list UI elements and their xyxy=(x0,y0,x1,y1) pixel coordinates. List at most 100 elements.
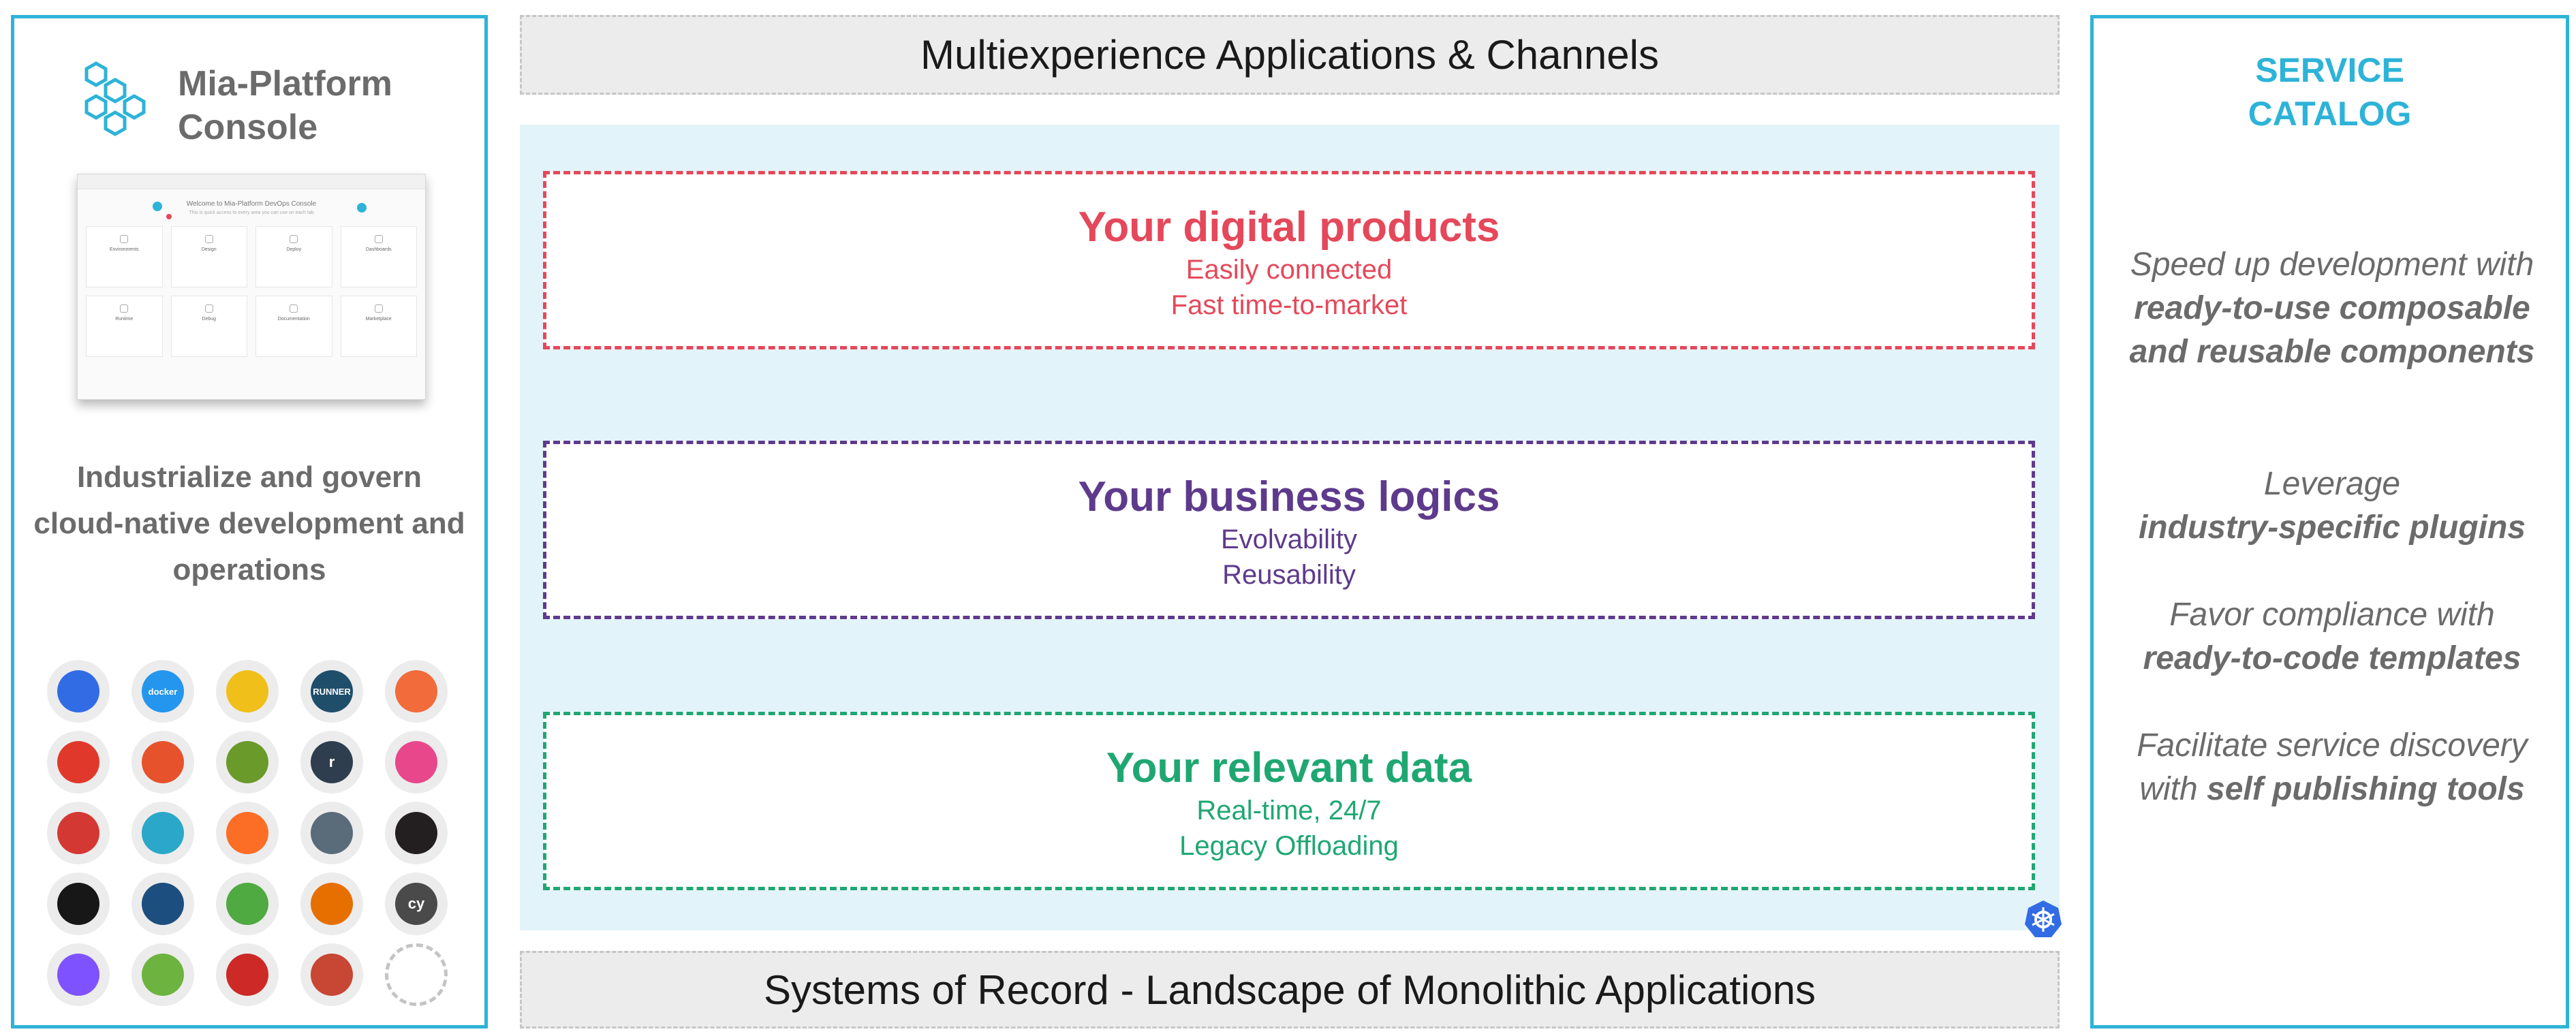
swagger-icon-mark xyxy=(395,670,437,712)
console-card-label: Documentation xyxy=(277,317,310,321)
console-description: Industrialize and govern cloud-native de… xyxy=(33,460,465,586)
layer-line: Reusability xyxy=(1222,560,1356,590)
console-card: Dashboards xyxy=(340,226,417,287)
console-card: Deploy xyxy=(255,226,332,287)
decorative-dot xyxy=(166,214,172,219)
sql-server-icon xyxy=(216,943,279,1006)
layer-title: Your digital products xyxy=(1078,204,1500,251)
github-icon xyxy=(47,873,110,935)
catalog-text: Speed up development with xyxy=(2130,247,2534,283)
cypress-icon-mark: cy xyxy=(395,883,437,925)
mongodb-icon xyxy=(216,873,279,935)
decorative-dot xyxy=(357,203,367,213)
console-card-icon xyxy=(290,235,298,243)
swagger-icon xyxy=(385,660,448,723)
top-band-title: Multiexperience Applications & Channels xyxy=(920,32,1659,78)
layer-title: Your business logics xyxy=(1078,473,1500,520)
layer-line: Real-time, 24/7 xyxy=(1196,796,1382,826)
github-icon-mark xyxy=(57,883,99,925)
layer-business-logics: Your business logics Evolvability Reusab… xyxy=(543,441,2035,619)
helm-icon xyxy=(131,873,194,935)
kibana-icon xyxy=(385,731,448,794)
console-title: Welcome to Mia-Platform DevOps Console xyxy=(186,200,317,208)
console-card-label: Marketplace xyxy=(365,317,392,321)
service-catalog-title: SERVICE CATALOG xyxy=(2248,51,2412,133)
grafana-icon xyxy=(216,731,279,794)
gitlab-icon xyxy=(216,802,279,864)
console-topbar xyxy=(78,174,425,189)
console-card-icon xyxy=(374,235,383,243)
elastic-icon-mark xyxy=(226,670,268,712)
bottom-band-title: Systems of Record - Landscape of Monolit… xyxy=(763,967,1816,1013)
prometheus-icon xyxy=(131,731,194,794)
console-card-label: Debug xyxy=(202,317,217,321)
console-screenshot: Welcome to Mia-Platform DevOps Console T… xyxy=(77,174,426,400)
java-icon xyxy=(300,873,363,935)
java-icon-mark xyxy=(311,883,353,925)
oracle-icon xyxy=(300,943,363,1006)
console-card-label: Deploy xyxy=(286,247,302,252)
console-panel: Mia-Platform Console Welcome to Mia-Plat… xyxy=(11,15,488,1029)
helm-icon-mark xyxy=(142,883,184,925)
console-card-label: Dashboards xyxy=(365,247,392,252)
console-card-icon xyxy=(204,235,213,243)
tools-icon-grid: docker RUNNER r cy xyxy=(47,660,469,1028)
kiali-icon xyxy=(300,802,363,864)
gitlab-runner-icon: RUNNER xyxy=(300,660,363,723)
console-card-label: Runtime xyxy=(115,317,134,321)
console-card: Debug xyxy=(170,296,247,357)
logo-text: Mia-Platform Console xyxy=(178,64,392,147)
layer-line: Legacy Offloading xyxy=(1179,831,1399,861)
tool-label: cy xyxy=(407,895,425,912)
catalog-highlight: ready-to-use composable and reusable com… xyxy=(2129,290,2535,370)
console-card: Runtime xyxy=(86,296,163,357)
spring-icon-mark xyxy=(142,954,184,996)
fluentd-icon xyxy=(131,802,194,864)
mongodb-icon-mark xyxy=(226,883,268,925)
catalog-text: Favor compliance with xyxy=(2169,597,2495,633)
console-card-icon xyxy=(290,304,298,313)
grafana-icon-mark xyxy=(226,741,268,783)
console-card-label: Design xyxy=(201,247,217,252)
fluentd-icon-mark xyxy=(142,812,184,854)
console-card-icon xyxy=(374,304,383,313)
catalog-highlight: self publishing tools xyxy=(2207,771,2525,807)
kubernetes-icon xyxy=(2025,900,2062,937)
kubernetes-icon xyxy=(47,660,110,723)
tool-label: docker xyxy=(148,686,178,697)
tool-label: RUNNER xyxy=(313,686,351,697)
hexagon-logo-icon xyxy=(84,61,146,136)
catalog-item-templates: Favor compliance with ready-to-code temp… xyxy=(2107,593,2557,680)
kibana-icon-mark xyxy=(395,741,437,783)
console-card: Design xyxy=(170,226,247,287)
spring-icon xyxy=(131,943,194,1006)
sql-server-icon-mark xyxy=(226,954,268,996)
catalog-item-publishing: Facilitate service discovery with self p… xyxy=(2107,724,2557,811)
decorative-dot xyxy=(153,202,162,211)
console-card-icon xyxy=(120,235,129,243)
catalog-item-components: Speed up development with ready-to-use c… xyxy=(2107,243,2557,374)
kotlin-icon-mark xyxy=(57,954,99,996)
docker-icon-mark: docker xyxy=(142,670,184,712)
console-card-icon xyxy=(120,304,129,313)
kiali-icon-mark xyxy=(311,812,353,854)
layer-digital-products: Your digital products Easily connected F… xyxy=(543,171,2035,349)
tool-label: r xyxy=(328,753,335,770)
catalog-highlight: ready-to-code templates xyxy=(2143,640,2521,676)
jenkins-icon-mark xyxy=(57,812,99,854)
docker-icon: docker xyxy=(131,660,194,723)
console-subtitle: This is quick access to every area you c… xyxy=(189,210,314,215)
catalog-text: Facilitate service discovery with xyxy=(2137,727,2528,807)
multiexperience-band: Multiexperience Applications & Channels xyxy=(520,15,2060,95)
openshift-icon xyxy=(47,731,110,794)
mia-platform-logo: Mia-Platform Console xyxy=(76,46,423,149)
catalog-item-plugins: Leverage industry-specific plugins xyxy=(2107,462,2557,550)
kubernetes-icon-mark xyxy=(57,670,99,712)
console-card: Documentation xyxy=(255,296,332,357)
layer-title: Your relevant data xyxy=(1106,744,1472,791)
rancher-icon-mark: r xyxy=(311,741,353,783)
gitlab-icon-mark xyxy=(226,812,268,854)
console-card: Environments xyxy=(86,226,163,287)
systems-of-record-band: Systems of Record - Landscape of Monolit… xyxy=(520,951,2060,1029)
